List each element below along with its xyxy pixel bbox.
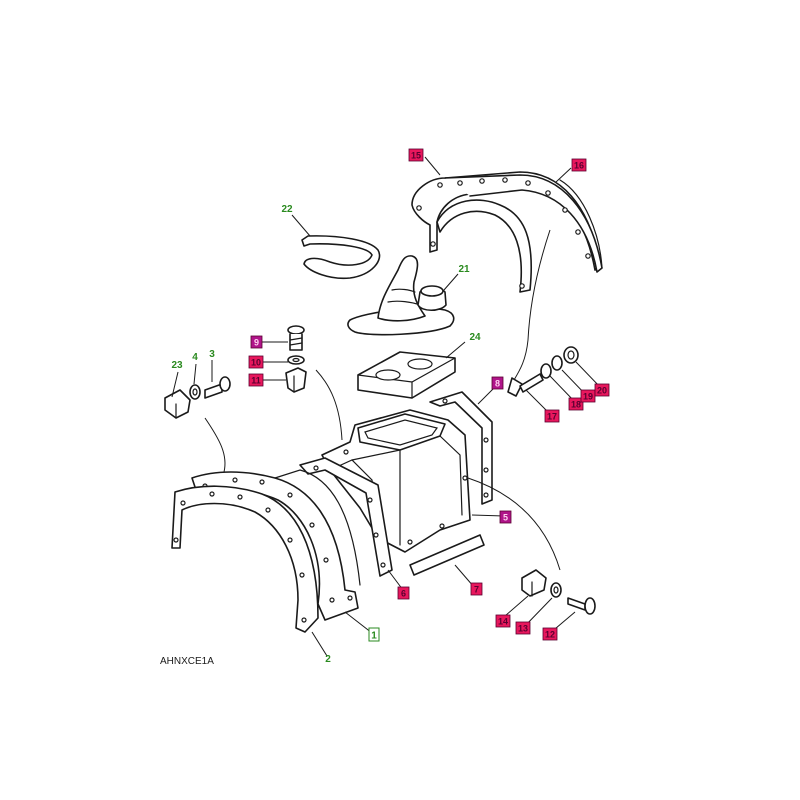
callout-23[interactable]: 23 xyxy=(171,360,183,371)
callout-7[interactable]: 7 xyxy=(470,582,483,596)
gasket-8-right[interactable] xyxy=(429,391,493,505)
callout-1[interactable]: 1 xyxy=(368,627,380,642)
nut-20[interactable] xyxy=(563,346,579,364)
callout-2[interactable]: 2 xyxy=(325,654,331,665)
svg-text:14: 14 xyxy=(498,617,508,627)
clip-nut-11[interactable] xyxy=(285,367,307,393)
svg-text:12: 12 xyxy=(545,630,555,640)
floor-panel-2[interactable] xyxy=(171,485,319,633)
svg-text:17: 17 xyxy=(547,412,557,422)
callout-11[interactable]: 11 xyxy=(248,373,264,387)
callout-14[interactable]: 14 xyxy=(495,614,511,628)
callout-21[interactable]: 21 xyxy=(458,264,470,275)
clip-nut-23[interactable] xyxy=(164,389,191,419)
bolt-17[interactable] xyxy=(507,373,544,397)
washer-13[interactable] xyxy=(550,582,562,598)
callout-19[interactable]: 19 xyxy=(580,389,596,403)
callout-15[interactable]: 15 xyxy=(408,148,424,162)
svg-text:18: 18 xyxy=(571,400,581,410)
callout-12[interactable]: 12 xyxy=(542,627,558,641)
svg-text:8: 8 xyxy=(495,379,500,389)
callout-20[interactable]: 20 xyxy=(594,383,610,397)
washer-4[interactable] xyxy=(189,384,201,400)
callout-18[interactable]: 18 xyxy=(568,397,584,411)
retaining-strap[interactable] xyxy=(301,235,381,280)
washer-19[interactable] xyxy=(551,355,563,371)
svg-text:11: 11 xyxy=(251,376,261,386)
svg-text:15: 15 xyxy=(411,151,421,161)
screw-12[interactable] xyxy=(567,597,596,615)
sealing-strip[interactable] xyxy=(409,534,485,576)
callout-16[interactable]: 16 xyxy=(571,158,587,172)
callout-9[interactable]: 9 xyxy=(250,335,263,349)
callout-13[interactable]: 13 xyxy=(515,621,531,635)
svg-text:2: 2 xyxy=(325,654,331,665)
svg-text:1: 1 xyxy=(371,631,377,642)
callout-24[interactable]: 24 xyxy=(469,332,481,343)
callout-22[interactable]: 22 xyxy=(281,204,293,215)
svg-text:5: 5 xyxy=(503,513,508,523)
svg-text:3: 3 xyxy=(209,349,215,360)
callouts: 15 16 22 21 24 9 10 11 23 4 xyxy=(171,148,610,665)
callout-8-top[interactable]: 8 xyxy=(491,376,504,390)
svg-text:4: 4 xyxy=(192,352,198,363)
leader-lines xyxy=(171,156,602,657)
drawing-code: AHNXCE1A xyxy=(160,656,214,667)
svg-text:7: 7 xyxy=(474,585,479,595)
svg-text:9: 9 xyxy=(254,338,259,348)
callout-3[interactable]: 3 xyxy=(209,349,215,360)
washer-18[interactable] xyxy=(540,363,552,379)
callout-5[interactable]: 5 xyxy=(499,510,512,524)
tunnel-housing[interactable] xyxy=(321,409,471,553)
gasket-6[interactable] xyxy=(299,457,393,577)
callout-4[interactable]: 4 xyxy=(192,352,198,363)
svg-text:24: 24 xyxy=(469,332,481,343)
callout-17[interactable]: 17 xyxy=(544,409,560,423)
svg-text:13: 13 xyxy=(518,624,528,634)
svg-text:6: 6 xyxy=(401,589,406,599)
bolt-3[interactable] xyxy=(204,376,231,399)
gear-lever-gaiter[interactable] xyxy=(347,255,455,336)
screw-9[interactable] xyxy=(287,325,305,351)
svg-text:19: 19 xyxy=(583,392,593,402)
clip-nut-14[interactable] xyxy=(521,569,547,597)
callout-10[interactable]: 10 xyxy=(248,355,264,369)
top-cover-panel[interactable] xyxy=(411,171,603,293)
svg-text:21: 21 xyxy=(458,264,470,275)
grommet-plate[interactable] xyxy=(357,351,456,399)
svg-text:23: 23 xyxy=(171,360,183,371)
callout-6[interactable]: 6 xyxy=(397,586,410,600)
svg-text:22: 22 xyxy=(281,204,293,215)
svg-text:16: 16 xyxy=(574,161,584,171)
routing-lines xyxy=(204,229,561,571)
washer-10[interactable] xyxy=(287,355,305,365)
svg-text:20: 20 xyxy=(597,386,607,396)
svg-text:10: 10 xyxy=(251,358,261,368)
